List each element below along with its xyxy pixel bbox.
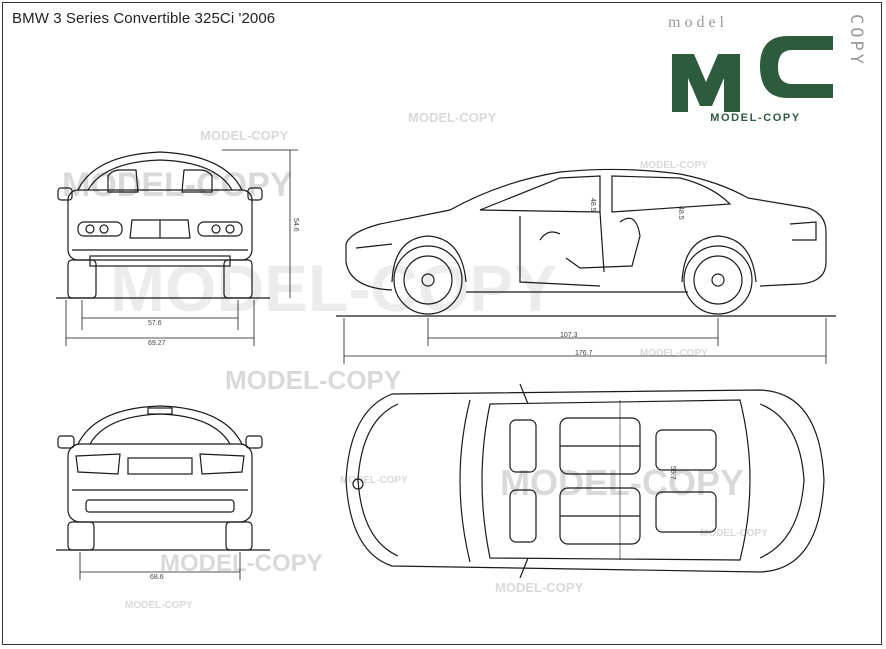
dim-side-length: 176.7 [575, 350, 593, 357]
dim-front-width: 69.27 [148, 340, 166, 347]
top-view [345, 383, 825, 579]
front-view [56, 149, 298, 346]
dim-top-c: 59.7 [669, 466, 676, 480]
dim-front-height: 54.6 [292, 218, 299, 232]
dim-top-a: 48.5 [589, 198, 596, 212]
logo-tagline: model [668, 14, 728, 31]
dim-side-wheelbase: 107.3 [560, 332, 578, 339]
rear-view [56, 405, 270, 580]
dim-rear-track: 68.6 [150, 574, 164, 581]
page-title: BMW 3 Series Convertible 325Ci '2006 [12, 10, 276, 27]
dim-front-track: 57.6 [148, 320, 162, 327]
logo-vertical-text: COPY [846, 14, 866, 67]
logo-strip: MODEL-COPY [710, 112, 801, 124]
model-copy-logo: model COPY MODEL-COPY [668, 14, 868, 124]
dim-top-b: 48.5 [677, 206, 684, 220]
mc-logo-mark [672, 36, 833, 112]
side-view [336, 168, 836, 364]
